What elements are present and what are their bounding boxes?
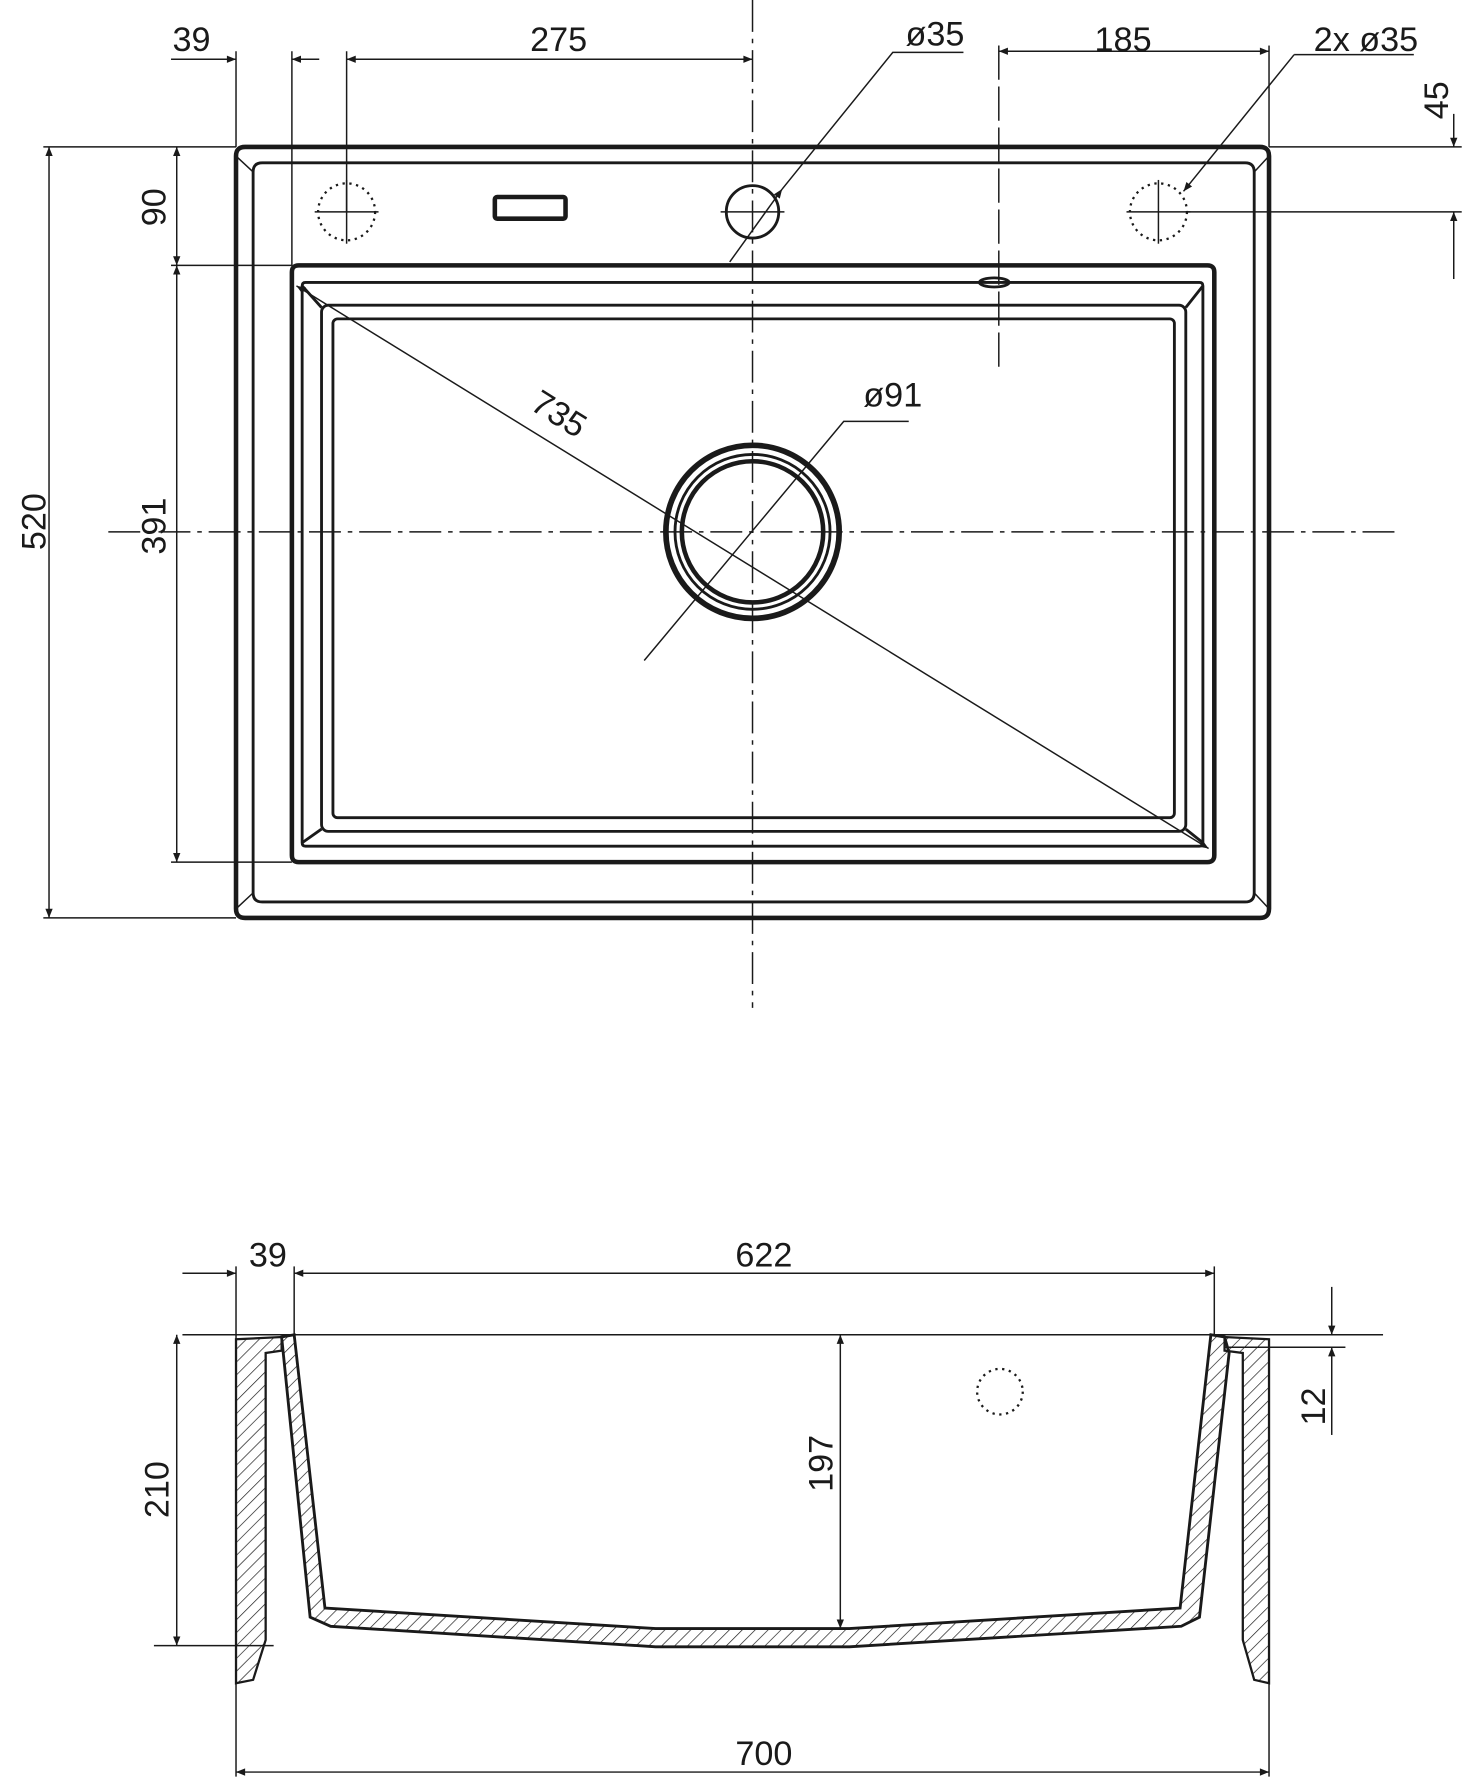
dim-overall-depth: 520: [16, 493, 54, 550]
section-view: 39 622 210 197 12 700: [139, 1236, 1384, 1777]
dim-section-rim-left: 39: [249, 1236, 287, 1274]
dim-tap-to-center: 275: [530, 21, 587, 59]
top-view: 39 275 ø35 185 2x ø35 45 520 90 391 735 …: [16, 0, 1462, 1008]
dim-hole-main: ø35: [905, 16, 964, 54]
dim-hole-offset: 45: [1418, 81, 1456, 119]
dim-rim-left: 39: [173, 21, 211, 59]
dim-diagonal: 735: [525, 383, 594, 445]
dim-overall-width: 700: [735, 1735, 792, 1773]
right-wall-section: [1223, 1335, 1271, 1685]
sink-rim-inner: [251, 161, 1256, 904]
dim-drain: ø91: [863, 377, 922, 415]
left-wall-section: [234, 1335, 283, 1685]
dim-bowl-height: 197: [802, 1435, 840, 1492]
sink-outer-rim: [233, 144, 1272, 921]
overflow-hole: [975, 1367, 1024, 1416]
soap-dispenser-slot: [492, 194, 568, 221]
dim-hole-spacing: 185: [1095, 21, 1152, 59]
dim-total-height: 210: [139, 1461, 177, 1518]
bowl-profile-section: [280, 1333, 1231, 1649]
dim-bowl-width: 622: [735, 1236, 792, 1274]
dim-rim-thickness: 12: [1295, 1387, 1333, 1425]
bowl-edge: [289, 263, 1217, 865]
diagonal-dimension: [296, 285, 1209, 850]
dim-holes-side: 2x ø35: [1314, 21, 1419, 59]
dim-hole-row: 90: [135, 188, 173, 226]
dim-bowl-depth: 391: [135, 498, 173, 555]
